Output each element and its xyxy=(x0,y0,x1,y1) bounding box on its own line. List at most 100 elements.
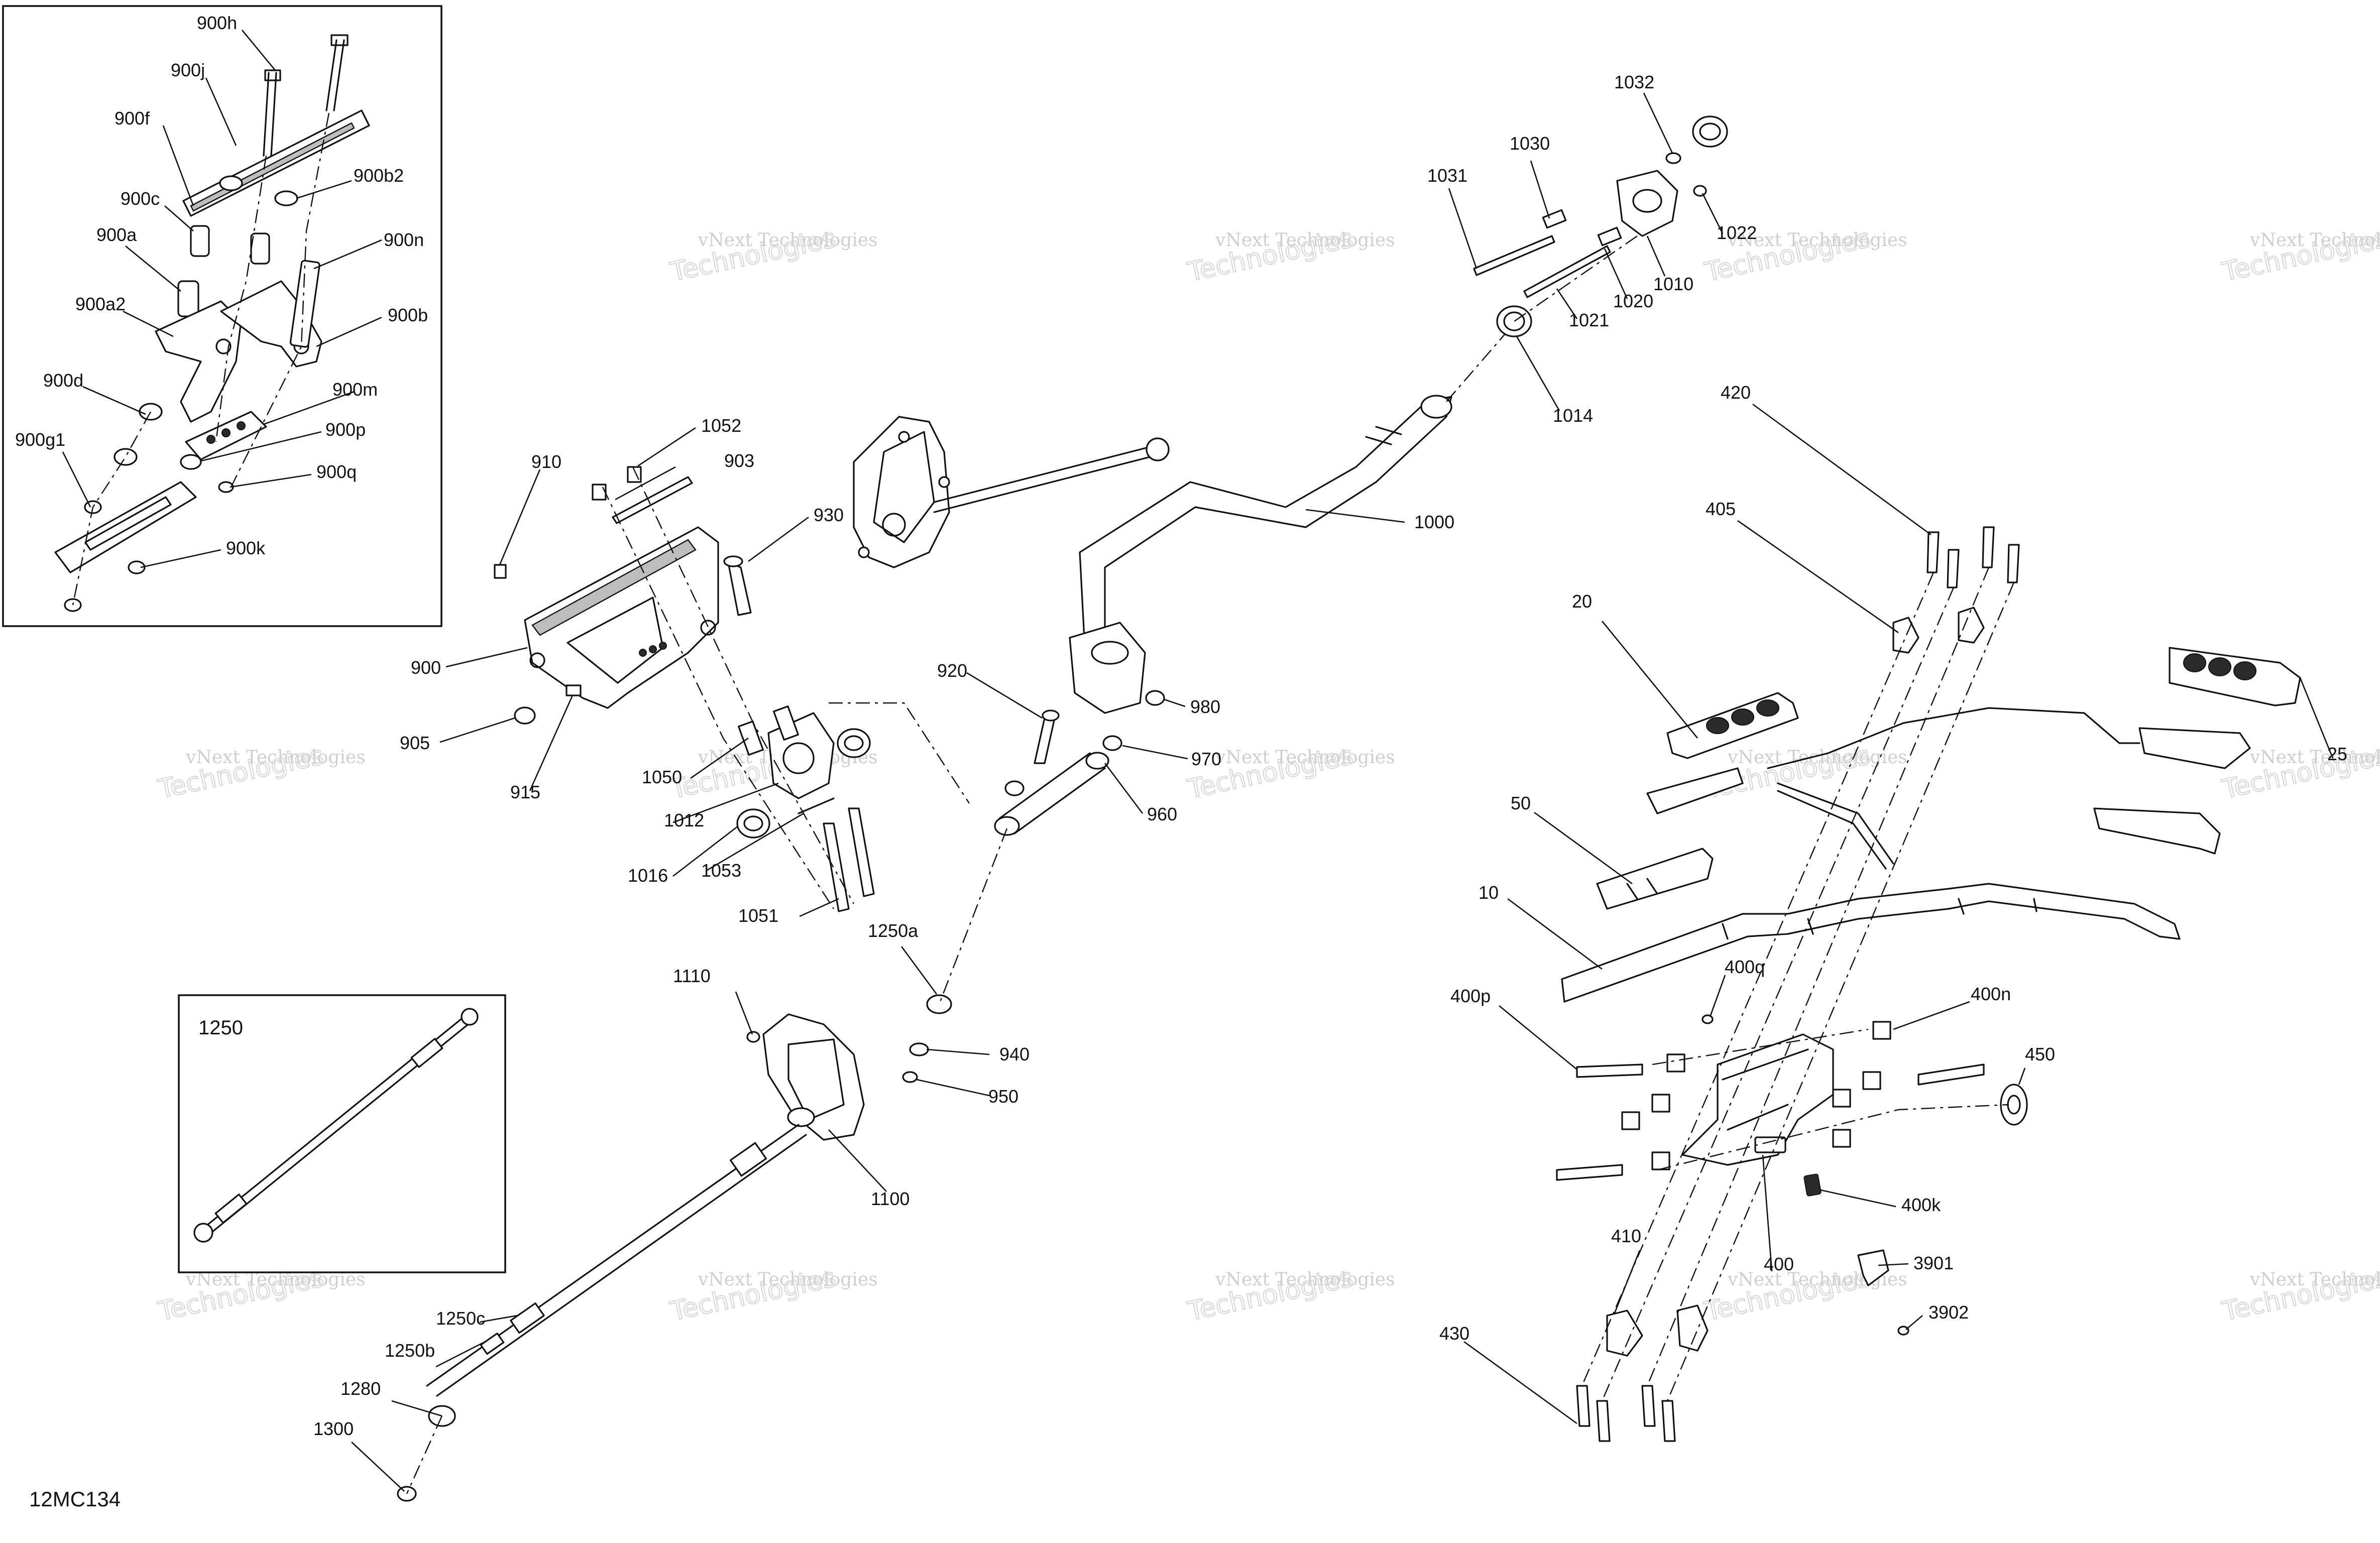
callout-410: 410 xyxy=(1611,1226,1641,1246)
cap-1032 xyxy=(1692,115,1728,148)
callout-3901: 3901 xyxy=(1913,1253,1954,1273)
handlebar-10 xyxy=(1561,883,2181,1003)
column-lower-pivot xyxy=(1069,622,1146,714)
callout-20: 20 xyxy=(1572,591,1592,612)
callout-1300: 1300 xyxy=(313,1418,354,1439)
callout-900f: 900f xyxy=(115,108,150,129)
column-top-end xyxy=(1420,395,1452,419)
callout-labels: 900h 900j 900f 900c 900b2 900a 900n 900a… xyxy=(15,13,2347,1439)
spring-400k xyxy=(1803,1173,1822,1197)
callout-50: 50 xyxy=(1511,793,1531,813)
arm-bolt xyxy=(898,431,910,443)
bracket-hole xyxy=(649,645,657,653)
inset-washer-900d xyxy=(114,448,138,466)
callout-920: 920 xyxy=(937,660,967,681)
callout-1010: 1010 xyxy=(1653,274,1693,294)
callout-900k: 900k xyxy=(226,538,266,558)
callout-400: 400 xyxy=(1764,1254,1794,1274)
link-arm-end xyxy=(994,816,1020,836)
callout-910: 910 xyxy=(531,451,561,472)
callout-1250a: 1250a xyxy=(868,920,919,941)
watermark-text: vNext Technologies xyxy=(698,1269,878,1290)
inset-bolt-900n xyxy=(289,260,320,348)
callout-1100: 1100 xyxy=(871,1189,910,1209)
callout-10: 10 xyxy=(1479,882,1499,903)
callout-900n: 900n xyxy=(384,229,424,250)
screw-400q xyxy=(1702,1014,1714,1024)
riser-block xyxy=(1681,1033,1834,1166)
sleeve-50 xyxy=(1596,848,1714,910)
watermark-text: vNext Technologies xyxy=(1215,747,1395,768)
nut-1052 xyxy=(592,484,607,501)
nut-1032 xyxy=(1665,152,1681,164)
screw-3902 xyxy=(1897,1326,1909,1336)
shaft-collar-1250c xyxy=(510,1302,545,1334)
callout-1052: 1052 xyxy=(701,415,741,436)
inset-washer xyxy=(219,175,243,191)
watermark-text: vNext Technologies xyxy=(185,747,366,768)
nut-riser xyxy=(1651,1094,1670,1113)
steering-arm-recess xyxy=(873,431,935,543)
ring-1016 xyxy=(736,808,770,839)
nut-950 xyxy=(902,1071,918,1083)
steering-arm-bore xyxy=(882,513,906,537)
link-axis xyxy=(938,828,1008,1005)
inset-plate-slot xyxy=(84,496,172,551)
sleeve-50-detail xyxy=(1626,878,1658,900)
inset-nut xyxy=(128,560,146,574)
callout-900g1: 900g1 xyxy=(15,429,65,450)
callout-3902: 3902 xyxy=(1929,1302,1969,1323)
watermark-text: vNext Technologies xyxy=(2249,230,2380,251)
riser-axis xyxy=(1646,567,1990,1386)
riser-axis xyxy=(1652,1028,2009,1171)
bolt-430 xyxy=(1576,1385,1591,1427)
bolt-430 xyxy=(1661,1400,1676,1442)
watermarks: vNext Technologies Technologies vNext Te… xyxy=(155,223,2380,1328)
clip-3901 xyxy=(1857,1249,1889,1286)
inset-bracket-900a2 xyxy=(155,300,242,423)
assembly-axis xyxy=(829,702,970,804)
callout-900d: 900d xyxy=(43,370,83,391)
bolt-1021 xyxy=(1523,245,1611,298)
grip-pattern xyxy=(1731,708,1754,726)
arm-bolt xyxy=(938,476,950,488)
watermark-text: vNext Technologies xyxy=(1727,230,1907,251)
callout-1110: 1110 xyxy=(673,966,711,986)
inset-1250-title: 1250 xyxy=(198,1017,243,1039)
callout-400q: 400q xyxy=(1725,957,1765,977)
callout-930: 930 xyxy=(814,505,844,525)
screw-1110 xyxy=(746,1031,760,1043)
inset-axis xyxy=(230,112,330,488)
bolt-420 xyxy=(1926,531,1940,573)
inset-spacer-900c xyxy=(190,225,210,257)
bolt-910 xyxy=(494,564,507,579)
bolt-430 xyxy=(1596,1400,1611,1442)
nut-980 xyxy=(1145,690,1165,706)
inset-900-frame xyxy=(2,5,442,627)
grip-pattern xyxy=(2208,657,2231,676)
inset-link-hole xyxy=(206,435,215,444)
bolt-420 xyxy=(1947,549,1960,588)
ring-1014-inner xyxy=(1503,311,1525,331)
riser-axis xyxy=(1666,582,2015,1401)
washer-970 xyxy=(1102,735,1122,751)
heater-wire xyxy=(1767,707,2140,769)
inset-spacer-900a xyxy=(177,280,199,317)
bracket-mount-hole xyxy=(529,652,545,668)
clamp-bore xyxy=(782,742,815,774)
arm-1100-hub xyxy=(787,1107,815,1127)
shaft-end-axis xyxy=(406,1415,443,1494)
cap-1032-inner xyxy=(1699,123,1721,141)
bracket-body xyxy=(524,526,719,709)
bolt-920-head xyxy=(1042,709,1060,722)
riser-axis xyxy=(1601,587,1955,1401)
steering-column-1000 xyxy=(994,326,1512,836)
callout-900a2: 900a2 xyxy=(75,294,126,314)
bolt-420 xyxy=(1982,526,1995,568)
clamp-axis xyxy=(1514,235,1638,322)
inset-link-hole xyxy=(237,421,246,430)
column-axis xyxy=(1446,326,1512,402)
inset-link-hole xyxy=(221,428,231,437)
inset-rod-nut xyxy=(214,1194,248,1224)
